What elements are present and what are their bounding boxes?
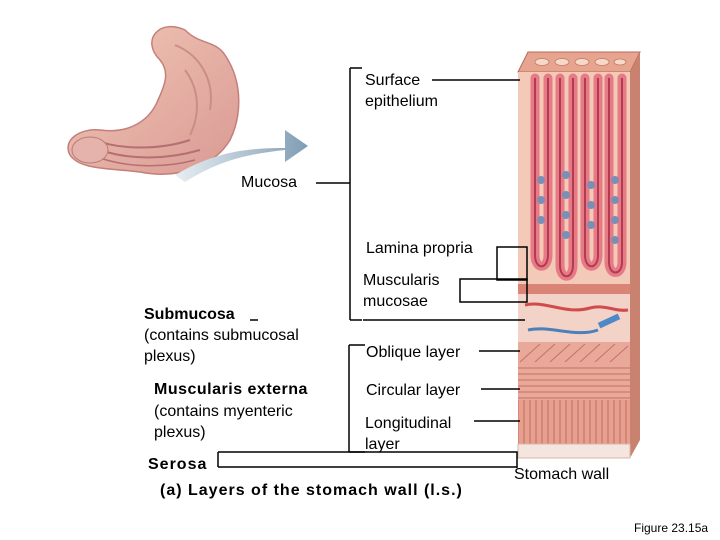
label-muscularis-externa-note: (contains myenteric plexus): [154, 403, 293, 441]
label-submucosa-note: (contains submucosal plexus): [144, 327, 299, 365]
figure-number: Figure 23.15a: [634, 521, 709, 535]
label-muscularis-externa: Muscularis externa: [154, 381, 308, 398]
label-surface-epithelium: Surface epithelium: [365, 72, 438, 110]
label-serosa: Serosa: [148, 456, 208, 473]
label-muscularis-mucosae: Muscularis mucosae: [363, 272, 440, 310]
label-circular-layer: Circular layer: [366, 382, 461, 399]
label-oblique-layer: Oblique layer: [366, 344, 461, 361]
tissue-block: [517, 51, 641, 459]
label-mucosa: Mucosa: [241, 174, 298, 191]
label-submucosa: Submucosa: [144, 306, 235, 323]
figure-caption: (a) Layers of the stomach wall (l.s.): [160, 482, 463, 499]
label-lamina-propria: Lamina propria: [366, 240, 473, 257]
stomach-illustration: [67, 25, 240, 175]
leader-lines: [217, 67, 528, 468]
label-longitudinal-layer: Longitudinal layer: [365, 415, 452, 453]
label-stomach-wall: Stomach wall: [514, 466, 610, 483]
zoom-arrow: [175, 130, 308, 182]
